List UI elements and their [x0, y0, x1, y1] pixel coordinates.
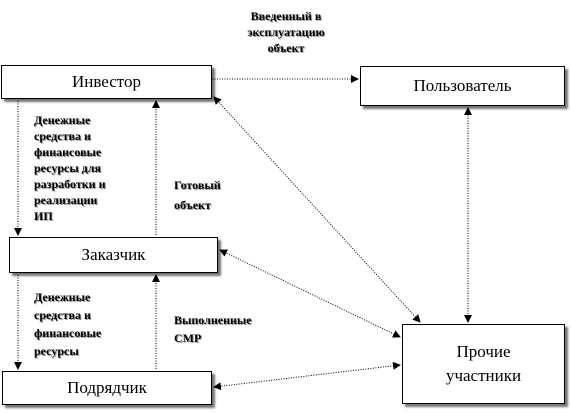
label-funds-build-line2: средства и: [34, 308, 91, 322]
label-funds-dev-line7: ИП: [34, 209, 53, 223]
label-funds-development: Денежные средства и финансовые ресурсы д…: [34, 112, 106, 224]
arrow-customer-others: [219, 249, 401, 338]
label-funds-dev-line6: реализации: [34, 193, 98, 207]
label-funds-construction: Денежные средства и финансовые ресурсы: [34, 288, 101, 360]
label-funds-dev-line5: разработки и: [34, 177, 106, 191]
label-funds-dev-line4: ресурсы для: [34, 161, 101, 175]
node-user-label: Пользователь: [413, 76, 512, 95]
label-completed-line2: СМР: [174, 331, 202, 345]
label-ready-line2: объект: [174, 198, 211, 212]
node-customer-label: Заказчик: [81, 245, 146, 264]
node-contractor: Подрядчик: [2, 371, 212, 405]
label-completed-works: Выполненные СМР: [174, 311, 252, 347]
node-customer: Заказчик: [9, 237, 218, 273]
node-user: Пользователь: [360, 66, 565, 106]
label-commissioned-line2: эксплуатацию: [247, 25, 325, 39]
label-completed-line1: Выполненные: [174, 313, 252, 327]
label-commissioned-line1: Введенный в: [250, 9, 322, 23]
label-funds-dev-line3: финансовые: [34, 145, 102, 159]
node-investor-label: Инвестор: [71, 72, 142, 91]
label-funds-build-line4: ресурсы: [34, 344, 79, 358]
label-ready-line1: Готовый: [174, 178, 221, 192]
node-others-label-line2: участники: [445, 366, 522, 385]
node-investor: Инвестор: [1, 65, 212, 99]
label-commissioned-line3: объект: [267, 41, 305, 55]
label-commissioned-object: Введенный в эксплуатацию объект: [236, 8, 336, 56]
arrow-contractor-others: [213, 361, 401, 391]
label-funds-dev-line1: Денежные: [34, 113, 91, 127]
node-others-label-line1: Прочие: [456, 342, 511, 361]
node-others: Прочие участники: [402, 324, 565, 404]
arrow-investor-others: [213, 96, 421, 323]
label-funds-build-line3: финансовые: [34, 326, 102, 340]
node-contractor-label: Подрядчик: [67, 378, 147, 397]
label-funds-build-line1: Денежные: [34, 290, 91, 304]
label-ready-object: Готовый объект: [174, 177, 221, 213]
label-funds-dev-line2: средства и: [34, 129, 91, 143]
